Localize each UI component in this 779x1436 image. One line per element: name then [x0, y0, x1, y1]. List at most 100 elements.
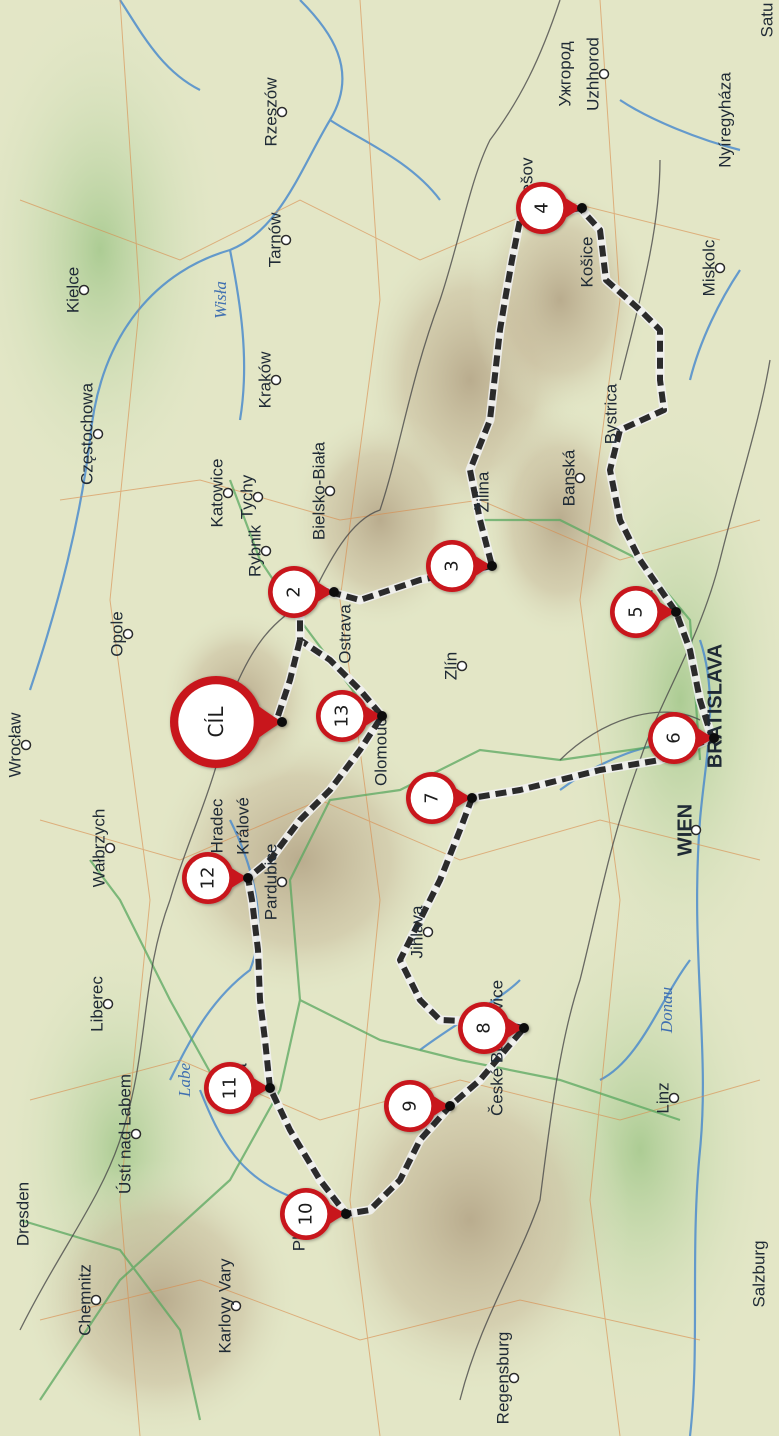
- city-linz: Linz: [653, 1082, 680, 1114]
- city-karlovy-vary: Karlovy Vary: [215, 1258, 242, 1354]
- markers-layer: 2 3 4 5 6 7 8 9 10 11 12 13 CÍL: [170, 182, 719, 1240]
- marker-point: [671, 607, 681, 617]
- city-label: Tychy: [237, 474, 256, 519]
- city--: Ужгород: [555, 41, 574, 106]
- marker-label: 2: [284, 586, 305, 597]
- marker-face: [652, 716, 696, 760]
- city-tarn-w: Tarnów: [265, 212, 292, 268]
- city-label: Uzhhorod: [583, 37, 602, 111]
- city-label: Pardubice: [261, 844, 280, 921]
- city-bystrica: Bystrica: [601, 383, 620, 444]
- city-ny-regyh-za: Nyíregyháza: [715, 72, 734, 168]
- city-dot: [276, 876, 288, 888]
- stage-marker[interactable]: 8: [458, 1002, 529, 1054]
- marker-face: [388, 1084, 432, 1128]
- city-dot: [508, 1372, 520, 1384]
- stage-marker[interactable]: 11: [204, 1062, 275, 1114]
- city-dot: [276, 106, 288, 118]
- marker-face: [320, 694, 364, 738]
- marker-face: [272, 570, 316, 614]
- city-dresden: Dresden: [13, 1182, 32, 1246]
- marker-face: [462, 1006, 506, 1050]
- city-dot: [260, 545, 272, 557]
- city-liberec: Liberec: [87, 976, 114, 1032]
- marker-point: [709, 733, 719, 743]
- marker-point: [277, 717, 287, 727]
- city-dot: [422, 926, 434, 938]
- cities-layer: WrocławWałbrzychOpoleCzęstochowaKielceKa…: [5, 3, 776, 1425]
- city-label: Ostrava: [335, 604, 354, 664]
- city-rybnik: Rybnik: [245, 525, 272, 577]
- city-salzburg: Salzburg: [749, 1240, 768, 1307]
- stage-marker[interactable]: 10: [280, 1188, 351, 1240]
- city-opole: Opole: [107, 611, 134, 657]
- city-uzhhorod: Uzhhorod: [583, 37, 610, 111]
- city-label: Košice: [577, 236, 596, 287]
- city-dot: [668, 1092, 680, 1104]
- city-dot: [690, 824, 702, 836]
- city-label: Rybnik: [245, 525, 264, 577]
- marker-face: [186, 856, 230, 900]
- city-label: Katowice: [207, 459, 226, 528]
- city-katowice: Katowice: [207, 459, 234, 528]
- stage-marker[interactable]: 4: [516, 182, 587, 234]
- stage-marker[interactable]: 7: [406, 772, 477, 824]
- city-regensburg: Regensburg: [493, 1332, 520, 1425]
- city-label: Karlovy Vary: [215, 1258, 234, 1354]
- city-dot: [280, 234, 292, 246]
- city-dot: [456, 660, 468, 672]
- city--st-nad-labem: Ústí nad Labem: [115, 1074, 142, 1194]
- marker-point: [329, 587, 339, 597]
- city-label: WIEN: [674, 804, 696, 856]
- city-label: Linz: [653, 1082, 672, 1113]
- city-rzesz-w: Rzeszów: [261, 77, 288, 146]
- stage-marker[interactable]: 9: [384, 1080, 455, 1132]
- city-ko-ice: Košice: [577, 236, 596, 287]
- marker-point: [487, 561, 497, 571]
- city-label: Ужгород: [555, 41, 574, 106]
- stage-marker[interactable]: 13: [316, 690, 387, 742]
- marker-point: [377, 711, 387, 721]
- stage-marker[interactable]: 3: [426, 540, 497, 592]
- marker-face: [520, 186, 564, 230]
- marker-label: 8: [474, 1022, 495, 1033]
- stage-marker[interactable]: 12: [182, 852, 253, 904]
- city-tychy: Tychy: [237, 474, 264, 519]
- stage-marker[interactable]: 2: [268, 566, 339, 618]
- city-dot: [714, 262, 726, 274]
- finish-marker[interactable]: CÍL: [170, 676, 287, 768]
- marker-label: 12: [198, 867, 219, 890]
- route-branch: [273, 639, 303, 723]
- stage-marker[interactable]: 6: [648, 712, 719, 764]
- city-jihlava: Jihlava: [407, 905, 434, 958]
- city-label: Wrocław: [5, 712, 24, 778]
- city-label: Hradec: [207, 798, 226, 853]
- city-label: Chemnitz: [75, 1264, 94, 1336]
- marker-face: [430, 544, 474, 588]
- marker-point: [341, 1209, 351, 1219]
- marker-label: CÍL: [204, 706, 228, 738]
- city-label: Kielce: [63, 267, 82, 313]
- rivers-layer: [28, 0, 741, 1436]
- city-wien: WIEN: [674, 804, 702, 856]
- city-olomouc: Olomouc: [371, 717, 390, 786]
- city-label: Olomouc: [371, 717, 390, 786]
- city-label: Tarnów: [265, 212, 284, 268]
- city-label: Satu: [757, 3, 776, 38]
- city-label: Salzburg: [749, 1240, 768, 1307]
- city-label: Regensburg: [493, 1332, 512, 1425]
- river-label: Donau: [657, 987, 676, 1034]
- city-dot: [104, 842, 116, 854]
- city-label: Ústí nad Labem: [115, 1074, 134, 1194]
- marker-label: 5: [626, 606, 647, 617]
- marker-point: [577, 203, 587, 213]
- city-label: Opole: [107, 611, 126, 656]
- city-dot: [122, 628, 134, 640]
- city-dot: [92, 428, 104, 440]
- city-bratislava: BRATISLAVA: [704, 644, 726, 768]
- stage-marker[interactable]: 5: [610, 586, 681, 638]
- city-label: Bystrica: [601, 383, 620, 444]
- city-hradec: Hradec: [207, 798, 226, 853]
